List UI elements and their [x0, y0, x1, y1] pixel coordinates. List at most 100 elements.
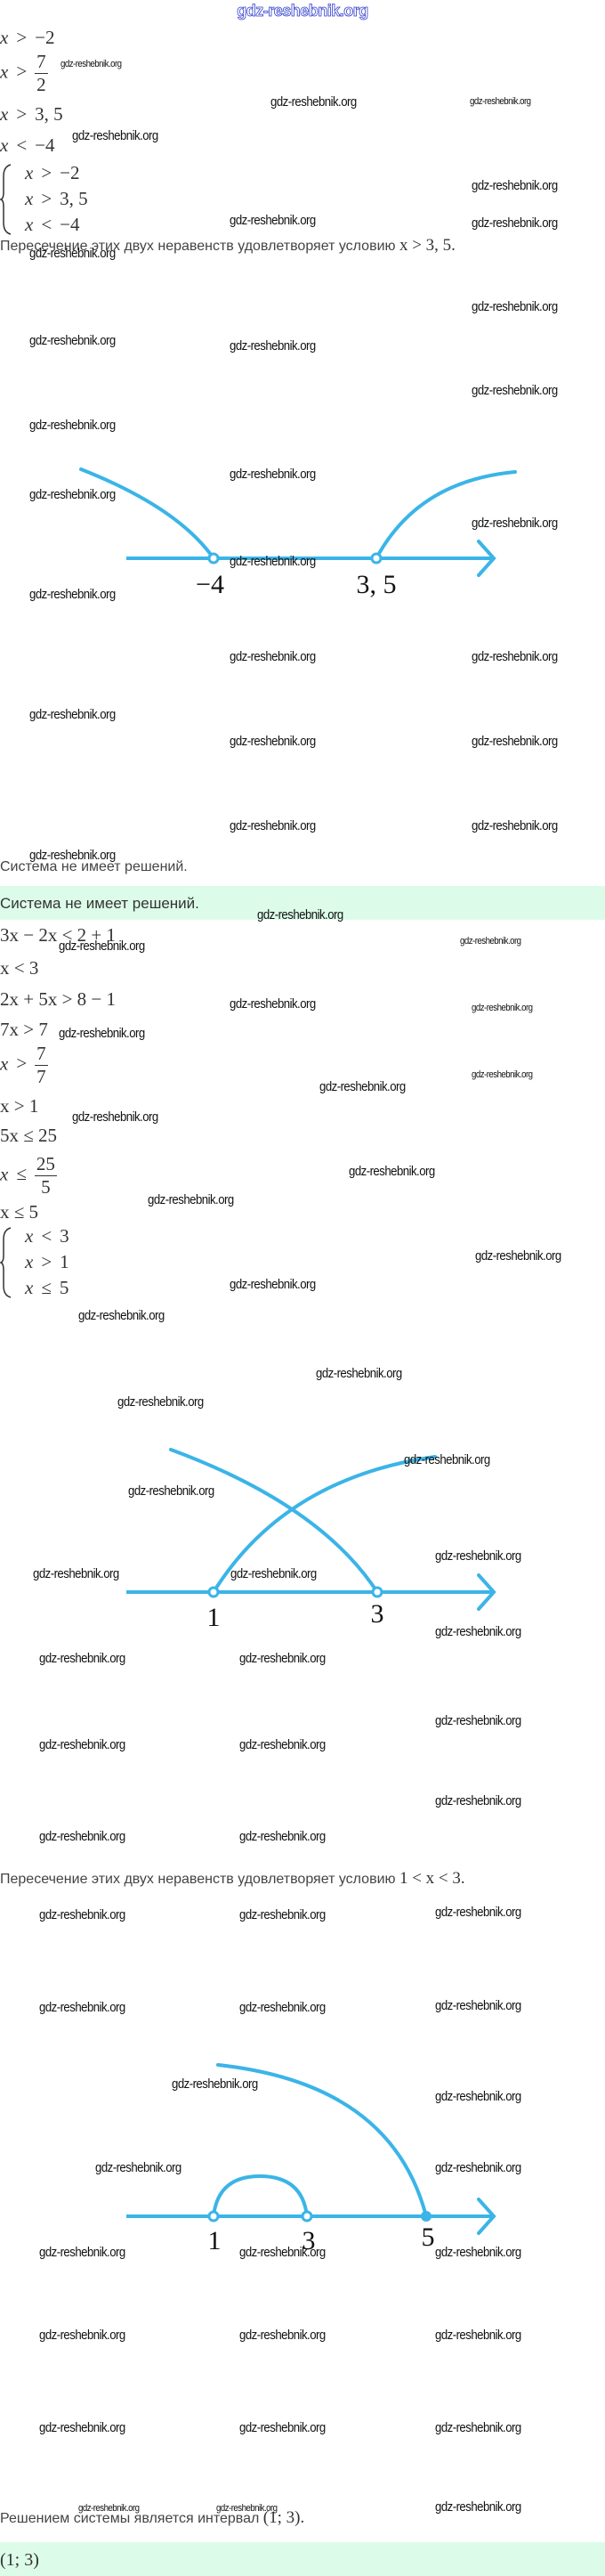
point-label: 3	[302, 2226, 316, 2255]
watermark-text: gdz-reshebnik.org	[230, 338, 316, 353]
var: x	[0, 27, 9, 48]
watermark-text: gdz-reshebnik.org	[29, 333, 116, 348]
operator: >	[41, 162, 52, 183]
watermark-text: gdz-reshebnik.org	[435, 2245, 521, 2260]
conclusion-statement: Решением системы является интервал (1; 3…	[0, 2509, 304, 2527]
point-label: 1	[207, 2226, 222, 2255]
denominator: 2	[36, 74, 46, 96]
watermark-text: gdz-reshebnik.org	[239, 2000, 326, 2015]
watermark-text: gdz-reshebnik.org	[117, 1394, 204, 1410]
inequality-system: x<3 x>1 x≤5	[0, 1225, 69, 1298]
operator: >	[16, 103, 28, 125]
statement-math: (1; 3).	[262, 2508, 305, 2527]
watermark-text: gdz-reshebnik.org	[230, 734, 316, 749]
numerator: 25	[34, 1153, 57, 1177]
step-inequality: 3x − 2x < 2 + 1	[0, 924, 117, 946]
number-line-diagram	[126, 2063, 496, 2235]
watermark-text: gdz-reshebnik.org	[230, 818, 316, 833]
watermark-text: gdz-reshebnik.org	[60, 59, 122, 69]
answer-box: Система не имеет решений.	[0, 886, 605, 920]
ray-arc-left	[79, 467, 215, 560]
step-inequality: x>−2	[0, 28, 55, 47]
watermark-text: gdz-reshebnik.org	[230, 213, 316, 228]
system-row: x<−4	[25, 215, 88, 234]
step-inequality: x < −4	[0, 136, 55, 155]
watermark-text: gdz-reshebnik.org	[39, 2000, 125, 2015]
watermark-text: gdz-reshebnik.org	[29, 848, 116, 863]
step-inequality: 5x ≤ 25	[0, 1125, 58, 1146]
left-brace-icon	[0, 1227, 12, 1298]
step-inequality: 2x + 5x > 8 − 1	[0, 988, 117, 1010]
watermark-text: gdz-reshebnik.org	[270, 94, 357, 110]
watermark-text: gdz-reshebnik.org	[472, 383, 558, 398]
answer-text: (1; 3)	[0, 2550, 39, 2570]
watermark-text: gdz-reshebnik.org	[472, 1069, 533, 1080]
step-inequality: x > 1	[0, 1095, 39, 1117]
var: x	[25, 1225, 34, 1247]
watermark-text: gdz-reshebnik.org	[239, 1651, 326, 1666]
watermark-text: gdz-reshebnik.org	[239, 1829, 326, 1844]
answer-box: (1; 3)	[0, 2542, 605, 2576]
step-inequality: 7x > 7	[0, 1019, 48, 1040]
arrow-head-icon	[477, 2198, 496, 2235]
watermark-text: gdz-reshebnik.org	[33, 1566, 119, 1581]
watermark-text: gdz-reshebnik.org	[39, 2245, 125, 2260]
filled-point	[421, 2211, 432, 2222]
watermark-text: gdz-reshebnik.org	[29, 418, 116, 433]
watermark-text: gdz-reshebnik.org	[435, 2160, 521, 2175]
value: 3, 5	[60, 188, 88, 209]
watermark-text: gdz-reshebnik.org	[39, 1829, 125, 1844]
watermark-text: gdz-reshebnik.org	[435, 1713, 521, 1728]
watermark-text: gdz-reshebnik.org	[475, 1248, 561, 1264]
watermark-text: gdz-reshebnik.org	[39, 1737, 125, 1752]
value: −4	[35, 134, 55, 156]
value: 1	[60, 1251, 69, 1272]
intersection-statement: Пересечение этих двух неравенств удовлет…	[0, 237, 456, 255]
watermark-text: gdz-reshebnik.org	[460, 936, 521, 947]
watermark-text: gdz-reshebnik.org	[39, 1651, 125, 1666]
value: −4	[60, 214, 80, 235]
watermark-text: gdz-reshebnik.org	[148, 1192, 234, 1207]
watermark-text: gdz-reshebnik.org	[349, 1164, 435, 1179]
watermark-text: gdz-reshebnik.org	[435, 2499, 521, 2515]
watermark-text: gdz-reshebnik.org	[472, 818, 558, 833]
open-point	[301, 2210, 313, 2223]
watermark-text: gdz-reshebnik.org	[316, 1366, 402, 1381]
watermark-text: gdz-reshebnik.org	[230, 1277, 316, 1292]
watermark-text: gdz-reshebnik.org	[472, 516, 558, 531]
value: 5	[59, 1277, 69, 1298]
var: x	[0, 61, 9, 83]
watermark-text: gdz-reshebnik.org	[230, 996, 316, 1012]
ray-arc-right	[212, 1455, 437, 1594]
operator: <	[16, 134, 28, 156]
watermark-text: gdz-reshebnik.org	[230, 649, 316, 664]
watermark-text: gdz-reshebnik.org	[59, 939, 145, 954]
operator: >	[41, 1251, 52, 1272]
value: −2	[35, 27, 55, 48]
var: x	[0, 134, 9, 156]
step-inequality: x < 3	[0, 957, 39, 979]
watermark-text: gdz-reshebnik.org	[216, 2503, 278, 2514]
watermark-text: gdz-reshebnik.org	[435, 2089, 521, 2104]
number-line-diagram	[79, 467, 517, 577]
statement-text: Пересечение этих двух неравенств удовлет…	[0, 239, 396, 254]
watermark-text: gdz-reshebnik.org	[472, 1003, 533, 1013]
open-point	[370, 552, 383, 565]
answer-text: Система не имеет решений.	[0, 895, 199, 912]
inequality-system: x>−2 x>3, 5 x<−4	[0, 162, 88, 235]
watermark-text: gdz-reshebnik.org	[239, 1737, 326, 1752]
point-label: 5	[421, 2223, 435, 2252]
denominator: 7	[36, 1066, 46, 1088]
numerator: 7	[35, 1043, 48, 1067]
watermark-text: gdz-reshebnik.org	[230, 1566, 317, 1581]
arrow-head-icon	[477, 1573, 496, 1611]
point-label: −4	[196, 570, 224, 599]
open-point	[371, 1586, 383, 1598]
watermark-text: gdz-reshebnik.org	[435, 2420, 521, 2435]
watermark-text: gdz-reshebnik.org	[172, 2076, 258, 2092]
var: x	[25, 162, 34, 183]
watermark-text: gdz-reshebnik.org	[239, 2245, 326, 2260]
